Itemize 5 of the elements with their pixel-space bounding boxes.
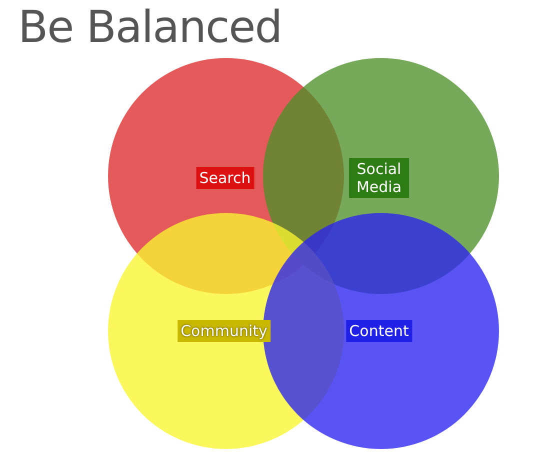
circle-label: Search <box>196 167 254 189</box>
circle-label: Community <box>178 320 270 342</box>
circle-label: Content <box>346 320 412 342</box>
circle-label: Social Media <box>349 158 409 198</box>
title: Be Balanced <box>18 2 282 53</box>
